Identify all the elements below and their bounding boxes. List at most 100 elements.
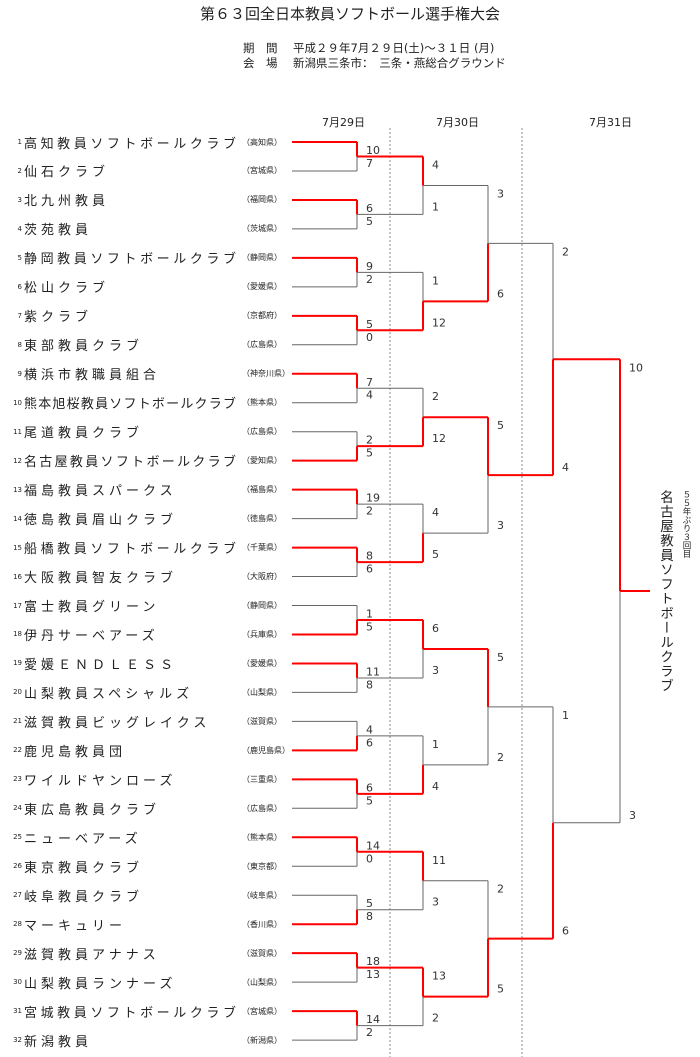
team-name-cell: 富士教員グリーン (24, 596, 236, 615)
match-score: 4 (562, 461, 569, 474)
team-name-cell: 伊丹サーベアーズ (24, 625, 236, 644)
team-name-cell: 大阪教員智友クラブ (24, 567, 236, 586)
match-score: 1 (432, 200, 439, 213)
team-name-cell: 愛媛ＥＮＤＬＥＳＳ (24, 654, 236, 673)
team-prefecture: （福島県） (242, 485, 282, 495)
team-seed: 29 (13, 949, 22, 958)
team-seed: 10 (13, 398, 22, 407)
match-score: 2 (366, 273, 373, 286)
match-score: 9 (366, 260, 373, 273)
team-name: 徳島教員眉山クラブ (24, 513, 178, 529)
team-prefecture: （山梨県） (242, 687, 282, 697)
team-name-cell: 新潟教員 (24, 1031, 236, 1050)
team-prefecture: （三重県） (242, 774, 282, 784)
team-name: ワイルドヤンローズ (24, 773, 177, 789)
match-score: 8 (366, 910, 373, 923)
team-name-cell: 名古屋教員ソフトボールクラブ (24, 451, 236, 470)
team-seed: 32 (13, 1036, 22, 1045)
match-score: 5 (366, 794, 373, 807)
team-name-cell: 横浜市教職員組合 (24, 364, 236, 383)
match-score: 1 (432, 274, 439, 287)
team-name-cell: 徳島教員眉山クラブ (24, 509, 236, 528)
team-prefecture: （徳島県） (242, 514, 282, 524)
team-prefecture: （千葉県） (242, 543, 282, 553)
match-score: 6 (432, 622, 439, 635)
team-seed: 13 (13, 485, 22, 494)
team-prefecture: （京都府） (242, 311, 282, 321)
team-name-cell: 尾道教員クラブ (24, 422, 236, 441)
team-name-cell: 鹿児島教員団 (24, 741, 236, 760)
match-score: 5 (497, 419, 504, 432)
team-name-cell: 山梨教員ランナーズ (24, 973, 236, 992)
team-seed: 14 (13, 514, 22, 523)
team-seed: 30 (13, 978, 22, 987)
date-day3: 7月31日 (589, 116, 632, 129)
team-prefecture: （神奈川県） (242, 369, 290, 379)
team-name: 仙石クラブ (24, 165, 110, 181)
team-name-cell: 静岡教員ソフトボールクラブ (24, 248, 236, 267)
team-name-cell: 東部教員クラブ (24, 335, 236, 354)
match-score: 2 (497, 883, 504, 896)
team-prefecture: （茨城県） (242, 224, 282, 234)
match-score: 11 (432, 854, 446, 867)
team-seed: 20 (13, 688, 22, 697)
match-score: 6 (562, 925, 569, 938)
match-score: 5 (366, 620, 373, 633)
team-name: 新潟教員 (24, 1034, 93, 1050)
team-name: 紫クラブ (24, 310, 93, 326)
match-score: 2 (562, 245, 569, 258)
team-prefecture: （静岡県） (242, 253, 282, 263)
venue-label: 会 場 (243, 56, 278, 70)
team-prefecture: （山梨県） (242, 977, 282, 987)
match-score: 18 (366, 955, 380, 968)
team-name-cell: 高知教員ソフトボールクラブ (24, 133, 236, 152)
team-seed: 8 (17, 340, 22, 349)
match-score: 2 (432, 390, 439, 403)
team-name: 愛媛ＥＮＤＬＥＳＳ (24, 657, 178, 673)
team-name: 静岡教員ソフトボールクラブ (24, 252, 236, 268)
team-prefecture: （福岡県） (242, 195, 282, 205)
match-score: 0 (366, 852, 373, 865)
team-seed: 2 (17, 166, 22, 175)
team-prefecture: （宮城県） (242, 1006, 282, 1016)
match-score: 5 (366, 215, 373, 228)
match-score: 6 (366, 736, 373, 749)
match-score: 5 (497, 651, 504, 664)
team-name: 大阪教員智友クラブ (24, 571, 178, 587)
match-score: 2 (432, 1012, 439, 1025)
team-name: 東部教員クラブ (24, 339, 144, 355)
team-seed: 21 (13, 717, 22, 726)
team-seed: 16 (13, 572, 22, 581)
team-seed: 17 (13, 601, 22, 610)
team-seed: 5 (17, 253, 22, 262)
team-name: 東広島教員クラブ (24, 802, 161, 818)
match-score: 3 (432, 896, 439, 909)
team-seed: 23 (13, 775, 22, 784)
match-score: 7 (366, 376, 373, 389)
team-name: マーキュリー (24, 918, 127, 934)
team-name-cell: 船橋教員ソフトボールクラブ (24, 538, 236, 557)
team-name-cell: 宮城教員ソフトボールクラブ (24, 1002, 236, 1021)
champion-note: ５５年ぶり３回目 (681, 490, 691, 558)
match-score: 19 (366, 492, 380, 505)
team-seed: 26 (13, 862, 22, 871)
team-seed: 31 (13, 1007, 22, 1016)
match-score: 6 (366, 202, 373, 215)
